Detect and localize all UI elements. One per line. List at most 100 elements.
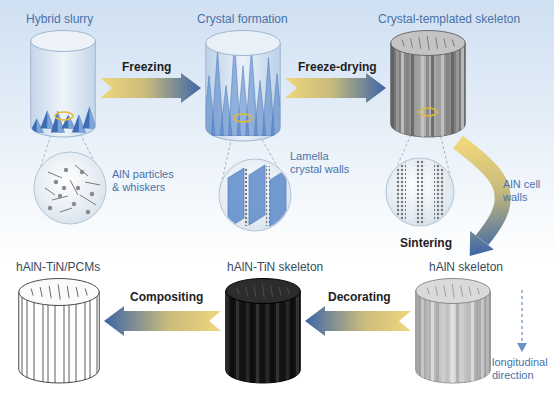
skeleton-channel [446,30,449,138]
zoom-circle [219,159,291,231]
zoom-circle-lamella [219,159,291,231]
skeleton-channel [266,278,269,384]
top-channel [271,285,273,297]
skeleton-channel [441,30,444,138]
process-arrow [100,73,201,103]
cylinder-content [416,278,489,384]
particle [76,186,80,190]
skeleton-channel [291,278,294,384]
skeleton-channel [296,278,299,384]
arrow-shaft [458,142,503,240]
longitudinal-arrow [517,290,527,352]
top-channel [31,289,33,296]
callout-label: AlN particles & whiskers [112,168,184,194]
process-arrow [285,73,386,103]
ice-crystal [220,86,232,136]
particle [54,180,58,184]
lamella-plate [228,168,244,228]
arrow-head [517,343,527,352]
skeleton-channel [416,278,419,384]
stage-heading: Hybrid slurry [26,12,93,26]
arrow-axis [100,88,201,89]
cylinder-body [19,292,100,383]
cylinder-content [391,30,464,138]
top-channel [85,289,87,296]
skeleton-channel [281,278,284,384]
skeleton-channel [471,278,474,384]
chevron-arrow [285,73,386,103]
cell-wall [415,155,425,231]
callout-label: AlN cell walls [503,178,553,204]
skeleton-channel [456,278,459,384]
cylinder-content [203,41,283,136]
skeleton-channel [451,278,454,384]
particle [90,192,94,196]
skeleton-channel [426,30,429,138]
whisker [85,182,100,185]
edge-label: Compositing [130,290,203,304]
process-stage: hAlN-TiN skeleton [225,258,301,384]
top-channel [461,285,463,297]
cone-highlight [37,119,44,133]
particle-band [245,168,249,226]
arrow-head [470,231,494,256]
cylinder-top [416,279,491,304]
skeleton-channel [446,278,449,384]
background-band [0,0,554,262]
ice-crystal [203,76,215,136]
ice-crystal [254,81,266,136]
top-channel [427,288,429,295]
composite-channel [48,278,49,384]
arrow-axis [305,321,411,322]
cylinder-body [391,43,466,137]
skeleton-channel [461,278,464,384]
frozen-cone [82,107,96,129]
skeleton-channel [236,278,239,384]
process-stage: hAlN skeleton [415,258,491,384]
cell-wall [396,155,406,231]
top-channel [477,288,479,295]
particle [48,206,52,210]
cone-highlight [58,111,65,133]
cylinder-top [206,31,281,56]
cylinder-content [30,107,97,133]
top-channel [40,287,42,297]
cone-highlight [68,115,75,129]
zoom-marker [55,112,73,120]
skeleton-channel [426,278,429,384]
skeleton-channel [436,30,439,138]
arrow-axis [104,321,221,322]
whisker [75,165,88,176]
skeleton-channel [411,30,414,138]
process-arrow [104,306,221,336]
arrow-axis [285,88,386,89]
particle-band [266,166,270,226]
skeleton-channel [226,278,229,384]
composite-channel [22,278,23,384]
particle [72,202,76,206]
skeleton-channel [286,278,289,384]
top-channel [452,40,454,47]
particle [86,210,90,214]
top-channel [254,285,256,297]
frozen-cone [40,111,54,129]
stage-heading: hAlN-TiN skeleton [227,260,323,274]
particle [80,170,84,174]
cylinder-body [206,43,281,141]
cylinder-top [391,31,466,56]
composite-channel [27,278,28,384]
cylinder-body [226,291,301,383]
skeleton-channel [231,278,234,384]
edge-label: Freeze-drying [298,60,377,74]
cylinder-body [416,291,491,383]
top-channel [262,284,264,298]
zoom-marker [419,108,437,116]
cylinder-outline [415,278,491,384]
top-channel [436,286,438,295]
cylinder-outline [18,278,100,384]
lamella-plates [228,165,286,230]
skeleton-channel [476,278,479,384]
whisker [48,172,62,178]
